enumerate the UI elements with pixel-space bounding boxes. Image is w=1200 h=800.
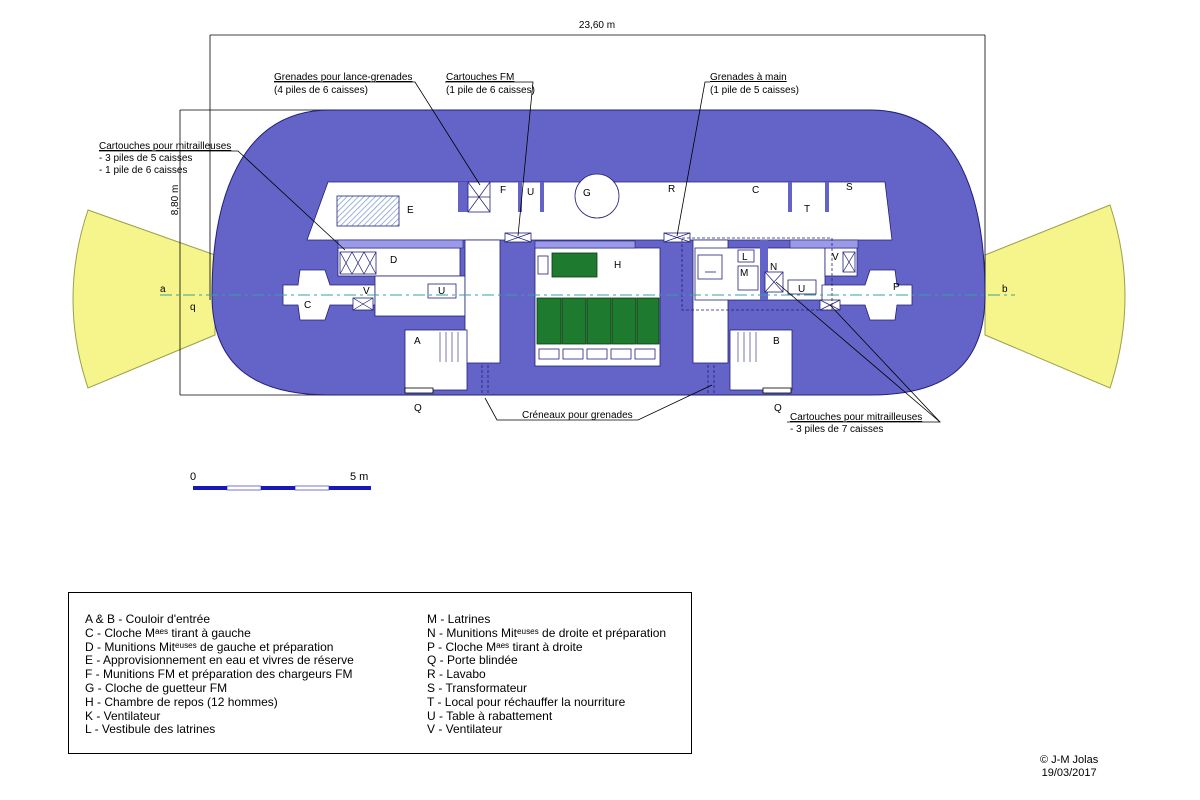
- right-fire-sector: [984, 204, 1126, 389]
- room-label-f: F: [500, 185, 506, 196]
- legend-item-q: Q - Porte blindée: [427, 653, 518, 668]
- room-label-a: A: [414, 336, 421, 347]
- legend-item-u: U - Table à rabattement: [427, 708, 553, 723]
- legend-item-h: H - Chambre de repos (12 hommes): [85, 694, 278, 709]
- legend-item-k: K - Ventilateur: [85, 708, 161, 723]
- callout-creneaux: Créneaux pour grenades: [522, 410, 633, 421]
- credit: © J-M Jolas 19/03/2017: [1040, 754, 1098, 780]
- legend-item-n: N - Munitions Mitᵉᵘˢᵉˢ de droite et prép…: [427, 625, 667, 640]
- pillar-f: [458, 182, 468, 212]
- room-label-e: E: [407, 205, 414, 216]
- leader-lines: [99, 81, 941, 423]
- callout-grenades-lance-line: (4 piles de 6 caisses): [274, 85, 368, 96]
- callout-cartouches-fm-line: (1 pile de 6 caisses): [446, 85, 535, 96]
- stairs-right: [737, 332, 757, 362]
- legend-box: A & B - Couloir d'entrée C - Cloche Mᵃᵉˢ…: [68, 592, 692, 754]
- room-label-v-left: V: [363, 286, 370, 297]
- callout-mitrailleuses-right-title: Cartouches pour mitrailleuses: [790, 412, 922, 423]
- room-label-u-right: U: [798, 284, 805, 295]
- callout-mitrailleuses-left-line-1: - 3 piles de 5 caisses: [99, 153, 192, 164]
- credit-author: © J-M Jolas: [1040, 754, 1099, 766]
- callout-grenades-main-title: Grenades à main: [710, 72, 787, 83]
- pillar-u-right: [540, 182, 544, 212]
- width-dimension-label: 23,60 m: [579, 20, 615, 31]
- bench-strip-center: [534, 240, 636, 249]
- pillar-t-left: [788, 182, 792, 212]
- legend-left-column: A & B - Couloir d'entrée C - Cloche Mᵃᵉˢ…: [85, 612, 354, 737]
- legend-item-s: S - Transformateur: [427, 680, 528, 695]
- room-label-u-left: U: [438, 286, 445, 297]
- room-label-b: B: [773, 336, 780, 347]
- pillar-s: [760, 240, 768, 300]
- legend-item-c: C - Cloche Mᵃᵉˢ tirant à gauche: [85, 625, 251, 640]
- pillar-u-left: [518, 182, 522, 212]
- grenade-chutes: [481, 365, 715, 395]
- legend-item-t: T - Local pour réchauffer la nourriture: [427, 694, 626, 709]
- callout-cartouches-fm-title: Cartouches FM: [446, 72, 514, 83]
- legend-item-r: R - Lavabo: [427, 667, 486, 682]
- room-label-m: M: [740, 268, 748, 279]
- stairs-left: [439, 332, 459, 362]
- room-label-c: C: [304, 300, 311, 311]
- legend-right-column: M - Latrines N - Munitions Mitᵉᵘˢᵉˢ de d…: [427, 612, 667, 737]
- room-label-q-left: Q: [414, 403, 422, 414]
- legend-item-v: V - Ventilateur: [427, 722, 503, 737]
- scale-end-label: 5 m: [350, 471, 368, 483]
- callout-grenades-lance-title: Grenades pour lance-grenades: [274, 72, 412, 83]
- room-label-v-right: V: [832, 252, 839, 263]
- room-label-r: R: [668, 184, 675, 195]
- axis-mark-b: b: [1002, 284, 1008, 295]
- legend-item-l: L - Vestibule des latrines: [85, 722, 216, 737]
- callout-grenades-main-line: (1 pile de 5 caisses): [710, 85, 799, 96]
- legend-item-ab: A & B - Couloir d'entrée: [85, 612, 211, 626]
- bench-strip-left: [337, 239, 464, 249]
- callout-mitrailleuses-right-line: - 3 piles de 7 caisses: [790, 424, 883, 435]
- armoured-door-left: [404, 387, 434, 394]
- callout-mitrailleuses-left-line-2: - 1 pile de 6 caisses: [99, 165, 187, 176]
- scale-start-label: 0: [190, 471, 196, 483]
- crate-hatching: [339, 181, 856, 311]
- room-label-u-top: U: [527, 187, 534, 198]
- lockers: [537, 255, 656, 360]
- room-label-l: L: [742, 252, 748, 263]
- room-label-d: D: [390, 255, 397, 266]
- legend-item-e: E - Approvisionnement en eau et vivres d…: [85, 653, 354, 668]
- room-label-g: G: [583, 188, 591, 199]
- scale-bar: [193, 485, 371, 491]
- credit-date: 19/03/2017: [1041, 767, 1097, 779]
- bench-strip-right: [789, 239, 859, 249]
- room-label-t: T: [804, 204, 810, 215]
- room-label-p: P: [893, 282, 900, 293]
- room-label-q-right: Q: [774, 403, 782, 414]
- legend-item-f: F - Munitions FM et préparation des char…: [85, 667, 353, 682]
- axis-mark-a: a: [160, 284, 166, 295]
- callout-mitrailleuses-left-title: Cartouches pour mitrailleuses: [99, 141, 231, 152]
- legend-item-d: D - Munitions Mitᵉᵘˢᵉˢ de gauche et prép…: [85, 639, 334, 654]
- blockhouse-plan: 23,60 m 8,80 m: [72, 20, 1126, 491]
- fixtures: [427, 249, 817, 299]
- bunks: [536, 252, 660, 345]
- armoured-door-right: [762, 387, 792, 394]
- reserve-tank: [336, 195, 400, 227]
- latrine-outline: [681, 237, 833, 311]
- height-dimension-label: 8,80 m: [170, 185, 181, 216]
- room-label-h: H: [614, 260, 621, 271]
- room-label-c-top: C: [752, 185, 759, 196]
- room-label-s: S: [846, 182, 853, 193]
- room-label-n: N: [770, 262, 777, 273]
- legend-item-m: M - Latrines: [427, 612, 491, 626]
- axis-mark-q: q: [190, 302, 196, 313]
- height-dimension: [179, 109, 330, 396]
- pillar-t-right: [825, 182, 829, 212]
- left-fire-sector: [72, 209, 216, 389]
- legend-item-g: G - Cloche de guetteur FM: [85, 680, 228, 695]
- width-dimension: [209, 34, 986, 300]
- legend-item-p: P - Cloche Mᵃᵉˢ tirant à droite: [427, 639, 583, 654]
